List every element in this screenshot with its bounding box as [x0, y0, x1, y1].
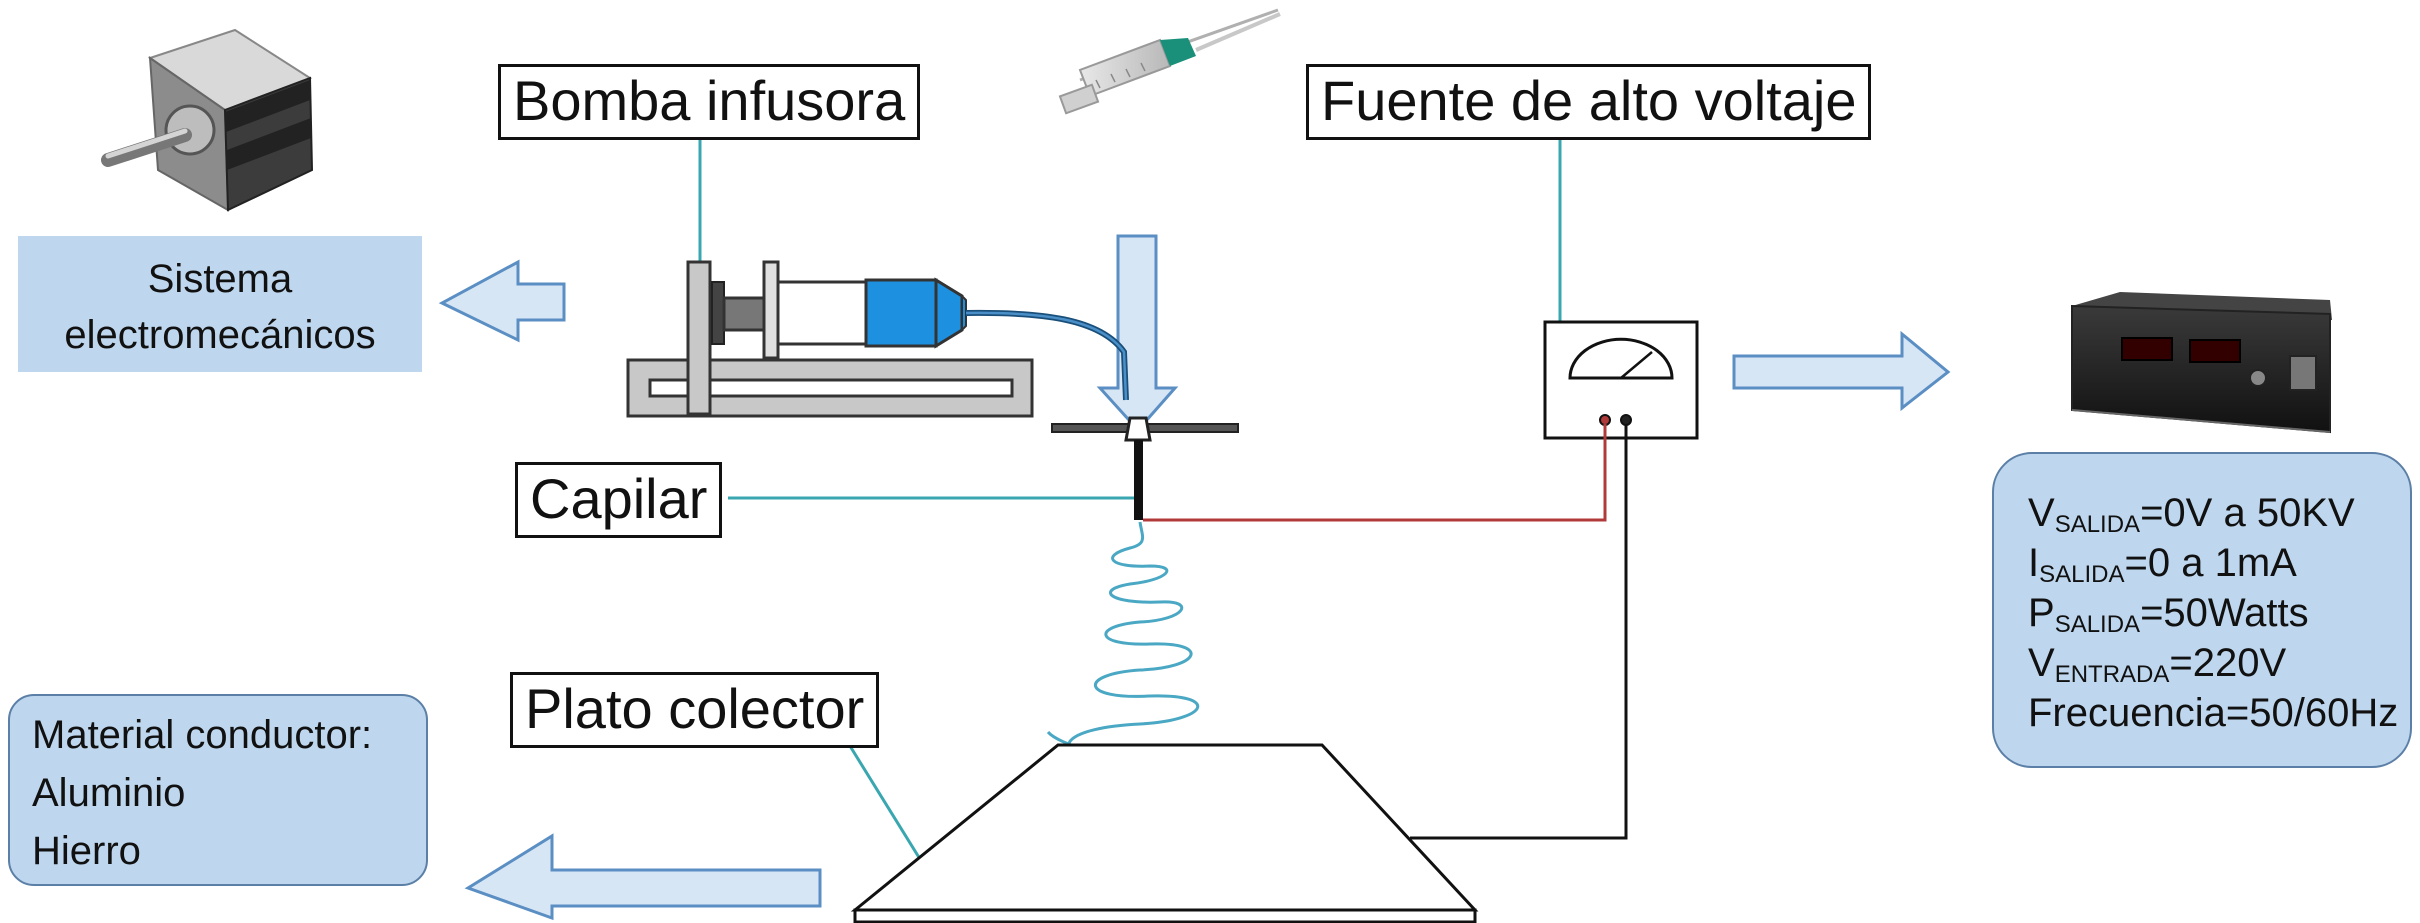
syringe-icon	[1058, 8, 1281, 115]
material-item-hierro: Hierro	[32, 829, 141, 873]
arrow-to-electromech	[438, 259, 566, 343]
material-title: Material conductor:	[32, 713, 373, 757]
red-wire	[1143, 424, 1607, 522]
spec-frequency: Frecuencia=50/60Hz	[2028, 691, 2399, 735]
voltage-source-label: Fuente de alto voltaje	[1306, 64, 1872, 140]
voltmeter	[1543, 320, 1699, 440]
collector-leader-line	[848, 745, 930, 873]
power-supply-icon	[2071, 292, 2332, 434]
electromech-line1: Sistema	[148, 257, 293, 301]
electromech-line2: electromecánicos	[64, 313, 375, 357]
fiber-jet	[1019, 521, 1200, 780]
material-box: Material conductor: Aluminio Hierro	[8, 694, 428, 886]
spec-v-in: VENTRADA=220V	[2028, 641, 2287, 688]
ground-wire	[1410, 424, 1628, 840]
spec-i-out: ISALIDA=0 a 1mA	[2028, 541, 2297, 588]
material-item-aluminio: Aluminio	[32, 771, 186, 815]
stepper-motor-icon	[101, 28, 314, 212]
spec-p-out: PSALIDA=50Watts	[2028, 591, 2309, 638]
spec-v-out: VSALIDA=0V a 50KV	[2028, 491, 2355, 538]
electromech-system-box: Sistema electromecánicos	[18, 236, 422, 372]
syringe-pump	[626, 260, 1129, 418]
pump-label: Bomba infusora	[498, 64, 921, 140]
arrow-down-to-capillary	[1096, 234, 1179, 433]
arrow-to-material	[464, 833, 822, 921]
capillary-needle	[1051, 416, 1239, 520]
collector-label: Plato colector	[510, 672, 880, 748]
collector-plate	[850, 743, 1479, 923]
arrow-to-power-supply	[1732, 330, 1951, 412]
capillary-label: Capilar	[515, 462, 723, 538]
specs-box: VSALIDA=0V a 50KV ISALIDA=0 a 1mA PSALID…	[1992, 452, 2412, 768]
